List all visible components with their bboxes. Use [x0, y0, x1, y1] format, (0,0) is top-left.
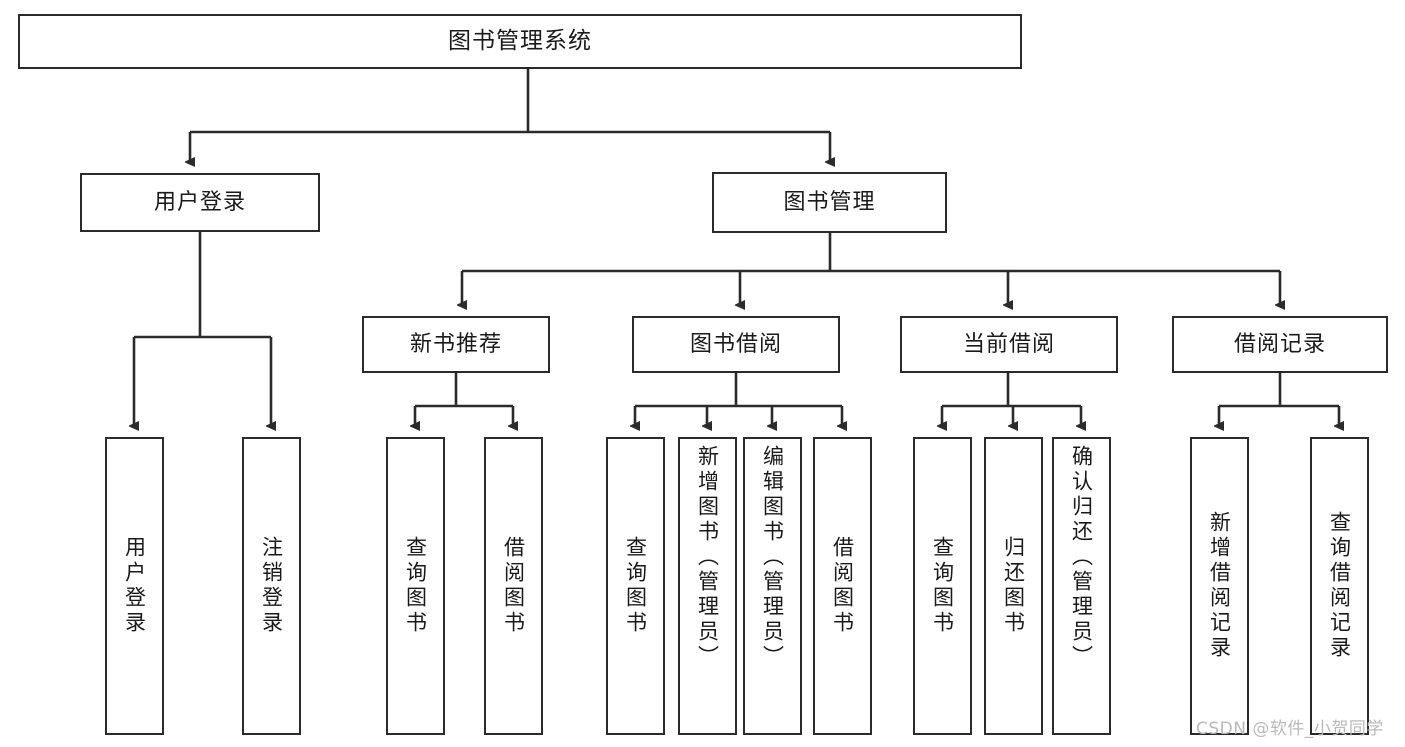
- node-leaf-add-record-label: 新增借阅记录: [1207, 511, 1232, 661]
- node-leaf-return-book[interactable]: 归还图书: [984, 437, 1043, 735]
- node-leaf-query-record[interactable]: 查询借阅记录: [1310, 437, 1369, 735]
- node-book-borrow-label: 图书借阅: [689, 331, 782, 357]
- node-leaf-confirm-return[interactable]: 确认归还（管理员）: [1052, 437, 1111, 735]
- node-leaf-borrow-book-1-label: 借阅图书: [501, 536, 526, 636]
- node-book-borrow[interactable]: 图书借阅: [632, 316, 840, 373]
- edge-group-new-book-rec: [415, 373, 513, 426]
- node-leaf-query-book-2-label: 查询图书: [623, 536, 648, 636]
- node-root[interactable]: 图书管理系统: [18, 14, 1022, 69]
- edge-group-user-login: [134, 232, 271, 426]
- edge-group-book-borrow: [635, 373, 842, 426]
- edge-group-book-manage: [462, 233, 1280, 305]
- node-leaf-borrow-book-2[interactable]: 借阅图书: [813, 437, 872, 735]
- node-leaf-query-book-3[interactable]: 查询图书: [913, 437, 972, 735]
- csdn-watermark: CSDN @软件_小贺同学: [1196, 719, 1384, 739]
- node-user-login[interactable]: 用户登录: [80, 173, 320, 232]
- node-current-borrow-label: 当前借阅: [962, 331, 1055, 357]
- node-book-manage[interactable]: 图书管理: [712, 172, 947, 233]
- edge-group-root: [190, 69, 830, 162]
- edge-group-current-borrow: [942, 373, 1081, 426]
- edge-group-borrow-record: [1219, 373, 1339, 426]
- node-user-login-label: 用户登录: [153, 189, 246, 215]
- node-root-label: 图书管理系统: [448, 28, 592, 55]
- node-current-borrow[interactable]: 当前借阅: [900, 316, 1118, 373]
- node-leaf-edit-book[interactable]: 编辑图书（管理员）: [743, 437, 802, 735]
- node-borrow-record[interactable]: 借阅记录: [1172, 316, 1388, 373]
- node-leaf-borrow-book-2-label: 借阅图书: [830, 536, 855, 636]
- node-leaf-user-login[interactable]: 用户登录: [105, 437, 164, 735]
- node-new-book-rec[interactable]: 新书推荐: [362, 316, 550, 373]
- node-leaf-edit-book-label: 编辑图书（管理员）: [760, 445, 785, 670]
- node-leaf-confirm-return-label: 确认归还（管理员）: [1069, 445, 1094, 670]
- node-leaf-user-logout[interactable]: 注销登录: [242, 437, 301, 735]
- node-leaf-query-book-1-label: 查询图书: [403, 536, 428, 636]
- node-leaf-borrow-book-1[interactable]: 借阅图书: [484, 437, 543, 735]
- node-leaf-add-record[interactable]: 新增借阅记录: [1190, 437, 1249, 735]
- node-leaf-query-book-2[interactable]: 查询图书: [606, 437, 665, 735]
- node-leaf-query-record-label: 查询借阅记录: [1327, 511, 1352, 661]
- node-book-manage-label: 图书管理: [783, 189, 876, 215]
- node-leaf-user-login-label: 用户登录: [122, 536, 147, 636]
- node-leaf-add-book[interactable]: 新增图书（管理员）: [678, 437, 737, 735]
- node-leaf-query-book-1[interactable]: 查询图书: [386, 437, 445, 735]
- node-leaf-add-book-label: 新增图书（管理员）: [695, 445, 720, 670]
- node-leaf-return-book-label: 归还图书: [1001, 536, 1026, 636]
- node-new-book-rec-label: 新书推荐: [409, 331, 502, 357]
- node-leaf-user-logout-label: 注销登录: [259, 536, 284, 636]
- node-leaf-query-book-3-label: 查询图书: [930, 536, 955, 636]
- node-borrow-record-label: 借阅记录: [1233, 331, 1326, 357]
